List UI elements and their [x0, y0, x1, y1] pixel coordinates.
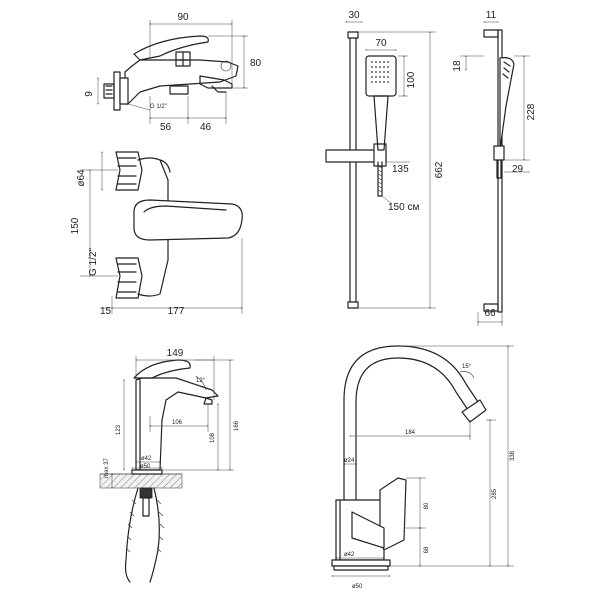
dim-height-label: 166 — [234, 420, 240, 431]
bath-mixer-side-view: 90 80 9 56 46 G 1/2" — [84, 12, 262, 133]
dim-338-label: 338 — [510, 450, 516, 461]
bath-mixer-front-view: ø64 150 G 1/2" 15 177 — [70, 151, 243, 317]
dim-total-label: 662 — [434, 161, 445, 178]
shower-nozzles — [371, 61, 389, 83]
dim-d50-label: ø50 — [352, 584, 363, 590]
shower-rail-front-view: 30 70 100 135 662 150 см — [325, 10, 445, 309]
dim-285-label: 285 — [492, 488, 498, 499]
dim-angle-label: 12° — [196, 378, 206, 384]
shower-rail-side-view: 11 18 228 29 66 — [452, 10, 537, 326]
dim-height-label: 80 — [250, 58, 262, 69]
basin-mixer-view: 149 12° 106 108 166 123 max 37 ø42 ø50 — [99, 348, 240, 583]
dim-width-label: 149 — [167, 348, 184, 359]
dim-head-width-label: 70 — [375, 38, 387, 49]
dim-d42-label: ø42 — [141, 456, 152, 462]
dim-wall-label: 15 — [100, 306, 112, 317]
dim-d42-label: ø42 — [344, 552, 355, 558]
kitchen-mixer-view: 15° 184 ø24 80 285 338 68 ø42 ø50 — [331, 345, 516, 590]
dim-d24-label: ø24 — [344, 458, 355, 464]
thread-label: G 1/2" — [88, 248, 99, 276]
dim-depth-label: 66 — [484, 308, 496, 319]
dim-top-label: 11 — [486, 10, 497, 21]
dim-top-label: 30 — [348, 10, 360, 21]
dim-spout-height-label: 108 — [210, 432, 216, 443]
dim-angle-label: 15° — [462, 364, 472, 370]
dim-68-label: 68 — [424, 546, 430, 553]
thread-label: G 1/2" — [150, 104, 167, 110]
dim-offset-label: 18 — [452, 60, 463, 72]
dim-diameter-label: ø64 — [76, 169, 87, 187]
dim-d50-label: ø50 — [140, 464, 151, 470]
dim-offset-label: 56 — [160, 122, 172, 133]
dim-holder-label: 135 — [392, 164, 409, 175]
dim-80-label: 80 — [424, 502, 430, 509]
dim-reach-label: 106 — [172, 420, 183, 426]
dim-reach-label: 184 — [405, 430, 416, 436]
hose-length-label: 150 см — [388, 202, 419, 213]
dim-head-label: 228 — [526, 103, 537, 120]
dim-body-label: 123 — [116, 424, 122, 435]
dim-width-label: 90 — [177, 12, 189, 23]
dim-left-label: 9 — [84, 91, 95, 97]
dim-max-label: max 37 — [104, 458, 110, 478]
dim-length-label: 177 — [168, 306, 185, 317]
dim-spout-label: 46 — [200, 122, 212, 133]
dim-center-label: 150 — [70, 217, 81, 234]
dim-lower-label: 29 — [512, 164, 524, 175]
dim-head-height-label: 100 — [406, 71, 417, 88]
